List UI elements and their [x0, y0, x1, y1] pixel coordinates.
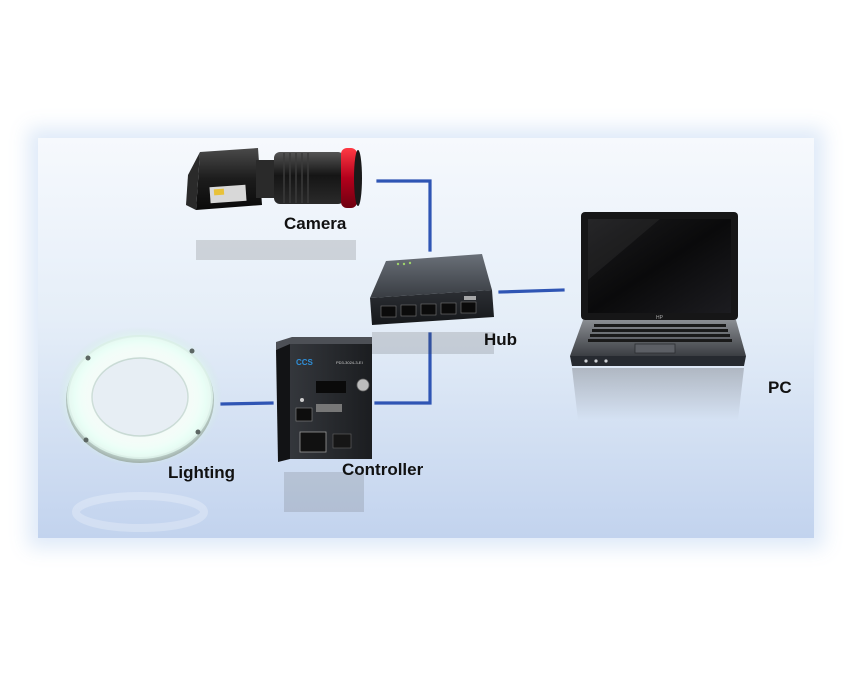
- cable-hub-pc: [498, 288, 565, 294]
- svg-text:PD3-3024-3-EI: PD3-3024-3-EI: [336, 360, 363, 365]
- pc-label: PC: [768, 378, 792, 397]
- camera-label: Camera: [284, 214, 347, 233]
- cable-camera-hub: [376, 179, 432, 252]
- svg-text:HP: HP: [656, 315, 664, 321]
- cable-hub-controller: [374, 332, 432, 405]
- lighting-label: Lighting: [168, 463, 236, 482]
- controller-label: Controller: [342, 460, 424, 479]
- svg-text:CCS: CCS: [296, 358, 314, 367]
- cable-lighting-controller: [220, 401, 274, 406]
- hub-label: Hub: [484, 330, 518, 349]
